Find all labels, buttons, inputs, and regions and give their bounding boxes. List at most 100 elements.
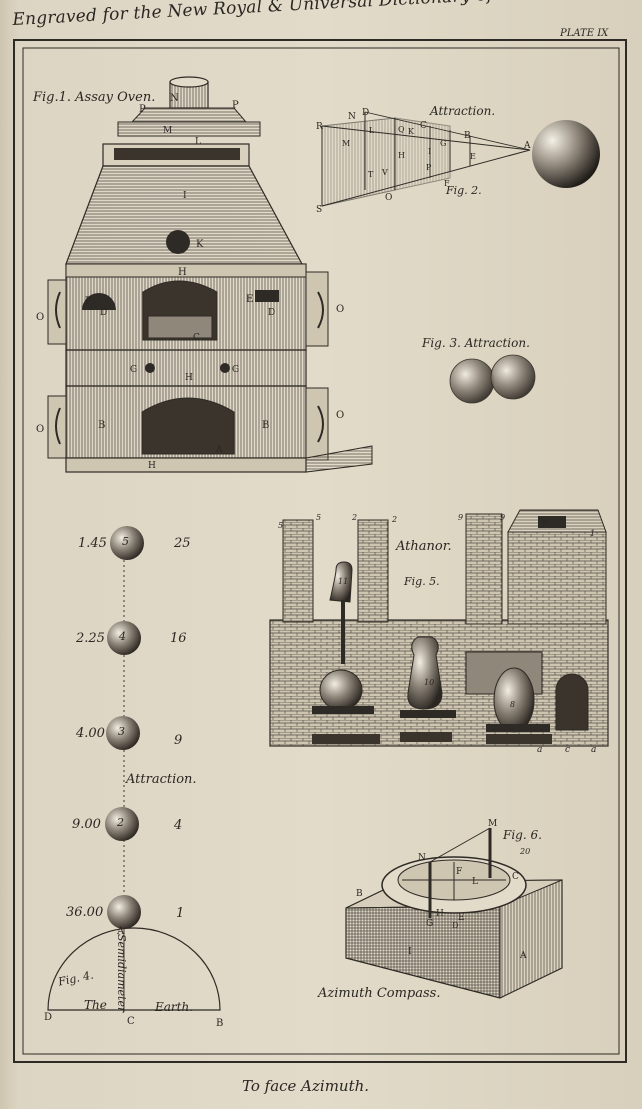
svg-text:D: D xyxy=(100,308,107,318)
svg-text:2: 2 xyxy=(391,515,397,524)
svg-text:G: G xyxy=(426,919,433,929)
attraction-sphere xyxy=(532,120,600,188)
athanor-figure: 5 5 2 2 9 9 7 1 11 10 8 a c a xyxy=(269,509,609,755)
svg-text:a: a xyxy=(537,745,542,755)
fig4-row-3-ball: 3 xyxy=(118,725,125,738)
earth-semicircle xyxy=(47,927,221,1011)
fig4-row-5-right: 25 xyxy=(174,536,191,551)
svg-text:A: A xyxy=(215,445,223,455)
svg-text:K: K xyxy=(408,127,415,136)
fig4-row-5-left: 1.45 xyxy=(78,536,107,551)
svg-text:L: L xyxy=(472,877,478,887)
fig4-semidiameter: Semidiameter xyxy=(115,934,128,1013)
svg-text:2: 2 xyxy=(351,513,357,522)
fig4-letter-a: A xyxy=(117,926,125,937)
svg-text:E: E xyxy=(246,294,253,305)
fig4-row-1-left: 36.00 xyxy=(66,905,104,920)
fig4-row-4-ball: 4 xyxy=(119,630,126,643)
svg-text:C: C xyxy=(193,333,200,343)
svg-text:S: S xyxy=(316,205,322,215)
fig6-title: Azimuth Compass. xyxy=(318,986,441,1001)
svg-text:N: N xyxy=(170,93,179,104)
svg-text:A: A xyxy=(519,951,527,961)
svg-text:G: G xyxy=(440,139,446,148)
svg-text:C: C xyxy=(512,872,519,882)
azimuth-compass-figure: M N F L C B H E G D I A 20 xyxy=(345,819,563,999)
fig4-the: The xyxy=(84,998,107,1012)
fig4-ball-2 xyxy=(105,807,139,841)
svg-text:O: O xyxy=(36,424,44,435)
fig5-title: Athanor. xyxy=(396,539,452,554)
fig2-caption: Fig. 2. xyxy=(446,184,482,197)
svg-text:9: 9 xyxy=(458,513,463,522)
svg-text:D: D xyxy=(268,308,275,318)
svg-text:H: H xyxy=(178,267,187,278)
svg-text:1: 1 xyxy=(590,529,595,538)
fig4-row-2-left: 9.00 xyxy=(72,817,101,832)
attraction-two-spheres-figure xyxy=(449,354,536,404)
fig4-row-4-left: 2.25 xyxy=(76,631,105,646)
svg-text:V: V xyxy=(381,168,388,177)
svg-text:P: P xyxy=(139,104,146,115)
fig4-row-4-right: 16 xyxy=(170,631,187,646)
fig4-row-2-right: 4 xyxy=(174,818,183,833)
svg-text:I: I xyxy=(428,147,431,156)
svg-text:11: 11 xyxy=(338,577,348,586)
svg-text:B: B xyxy=(464,131,471,141)
assay-oven-figure: N P P M L I K H F D E D O O C G G H B B … xyxy=(36,76,373,473)
fig4-ball-3 xyxy=(106,716,140,750)
svg-text:5: 5 xyxy=(278,521,283,530)
svg-text:B: B xyxy=(98,420,105,431)
svg-text:N: N xyxy=(418,853,426,863)
svg-text:F: F xyxy=(444,179,450,188)
attraction-perspective-figure: R N D L M K C Q G B H I E A T V P F S O xyxy=(316,108,600,215)
svg-text:c: c xyxy=(565,745,570,755)
fig2-title: Attraction. xyxy=(430,104,496,118)
svg-text:B: B xyxy=(262,420,269,431)
fig4-ball-1 xyxy=(107,895,141,929)
svg-text:9: 9 xyxy=(500,513,505,522)
svg-text:R: R xyxy=(316,122,323,132)
svg-text:G: G xyxy=(232,365,239,375)
svg-text:D: D xyxy=(362,108,369,118)
svg-text:a: a xyxy=(591,745,596,755)
svg-text:M: M xyxy=(163,126,172,136)
svg-text:10: 10 xyxy=(424,678,434,687)
svg-text:P: P xyxy=(232,100,239,111)
svg-text:C: C xyxy=(420,121,427,131)
svg-text:H: H xyxy=(398,151,405,160)
svg-text:H: H xyxy=(148,461,156,471)
fig6-caption: Fig. 6. xyxy=(503,828,542,842)
svg-text:O: O xyxy=(385,193,392,203)
svg-text:H: H xyxy=(185,373,193,383)
svg-text:I: I xyxy=(408,947,412,957)
fig4-earth: Earth. xyxy=(155,1000,194,1014)
svg-text:L: L xyxy=(369,126,375,135)
fig4-letter-b: B xyxy=(216,1018,224,1029)
svg-text:M: M xyxy=(342,139,350,148)
svg-text:Q: Q xyxy=(398,125,405,134)
fig4-letter-c: C xyxy=(127,1016,135,1027)
svg-text:E: E xyxy=(458,913,465,923)
svg-text:5: 5 xyxy=(316,513,321,522)
svg-text:I: I xyxy=(183,191,187,201)
fig4-ball-4 xyxy=(107,621,141,655)
svg-text:H: H xyxy=(436,909,444,919)
fig4-row-3-right: 9 xyxy=(174,733,183,748)
svg-text:O: O xyxy=(336,304,344,315)
plate-footer-caption: To face Azimuth. xyxy=(242,1077,370,1095)
plate-inner-border xyxy=(22,47,620,1055)
svg-text:A: A xyxy=(523,141,531,151)
fig3-caption: Fig. 3. Attraction. xyxy=(422,336,530,350)
svg-text:T: T xyxy=(368,170,374,179)
fig4-row-1-right: 1 xyxy=(176,906,185,921)
fig4-row-5-ball: 5 xyxy=(122,535,129,548)
svg-text:F: F xyxy=(85,296,92,307)
svg-text:F: F xyxy=(456,867,462,877)
svg-text:B: B xyxy=(356,889,363,899)
svg-text:N: N xyxy=(348,112,356,122)
fig5-caption: Fig. 5. xyxy=(404,575,440,588)
fig4-letter-d: D xyxy=(44,1012,53,1023)
